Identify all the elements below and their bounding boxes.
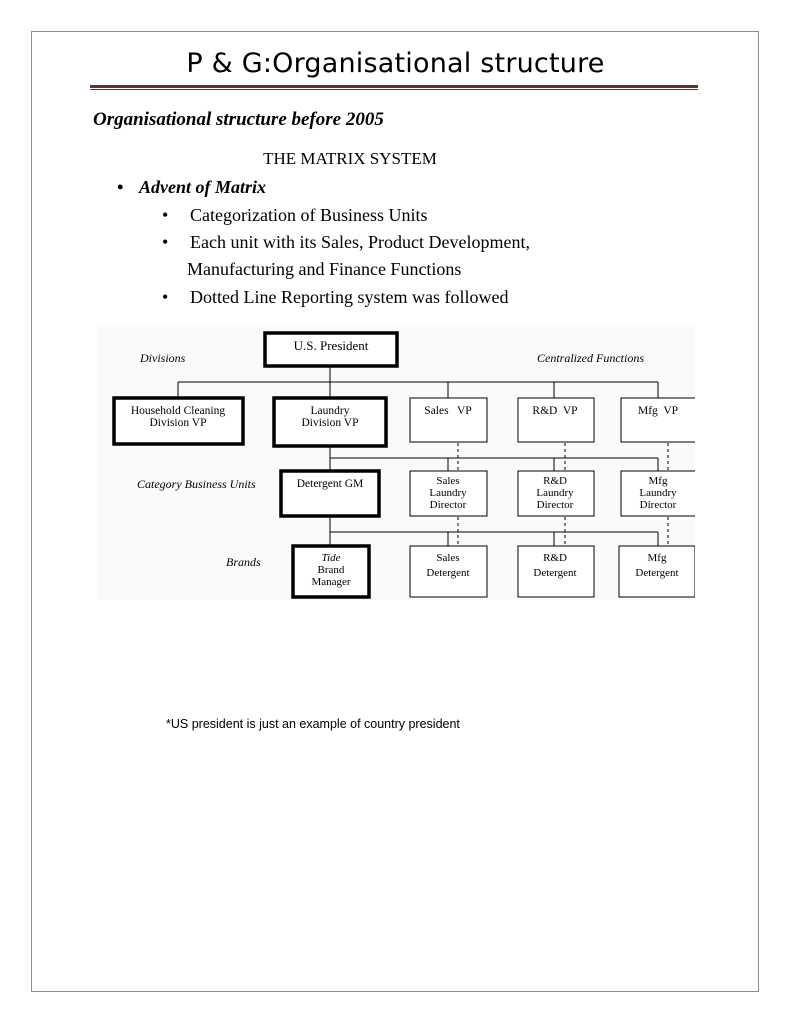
- node-label: Mfg: [648, 552, 667, 564]
- connector-lines: [177, 367, 659, 546]
- row-label-category: Category Business Units: [137, 477, 256, 491]
- node-label: Laundry: [536, 487, 574, 499]
- node-label: Brand: [318, 564, 345, 576]
- node-label: Household Cleaning: [131, 405, 225, 417]
- node-label: Mfg: [649, 475, 668, 487]
- dotted-reporting-lines: [457, 443, 669, 546]
- node-label: Director: [430, 499, 467, 511]
- sub-bullet-text: Categorization of Business Units: [190, 205, 428, 225]
- bullet-icon: •: [162, 205, 169, 225]
- node-mfg-detergent: Mfg Detergent: [618, 545, 695, 598]
- row-label-centralized: Centralized Functions: [537, 351, 644, 365]
- node-sales-laundry-director: Sales Laundry Director: [409, 470, 488, 517]
- matrix-heading: THE MATRIX SYSTEM: [263, 149, 437, 168]
- node-label: Detergent: [533, 567, 576, 579]
- bullet-text: Advent of Matrix: [139, 177, 267, 197]
- page-title: P & G:Organisational structure: [186, 48, 605, 79]
- bullet-icon: •: [117, 177, 124, 197]
- node-detergent-gm: Detergent GM: [279, 469, 381, 518]
- org-chart-svg: Divisions Centralized Functions Category…: [112, 331, 695, 599]
- org-chart: Divisions Centralized Functions Category…: [97, 325, 695, 600]
- node-label: Laundry: [429, 487, 467, 499]
- node-label: Sales: [436, 475, 459, 487]
- sub-bullet: • Categorization of Business Units: [162, 205, 427, 226]
- node-mfg-laundry-director: Mfg Laundry Director: [620, 470, 695, 517]
- node-label: Manager: [311, 576, 350, 588]
- node-rd-laundry-director: R&D Laundry Director: [517, 470, 595, 517]
- node-sales-vp: Sales VP: [409, 397, 488, 443]
- bullet-icon: •: [162, 232, 169, 252]
- node-label: U.S. President: [294, 338, 369, 353]
- sub-bullet: • Dotted Line Reporting system was follow…: [162, 287, 508, 308]
- node-sales-detergent: Sales Detergent: [409, 545, 488, 598]
- node-label: Detergent GM: [297, 478, 364, 490]
- sub-bullet-text: Dotted Line Reporting system was followe…: [190, 287, 509, 307]
- title-rule-thin: [90, 89, 698, 90]
- section-subheading: Organisational structure before 2005: [93, 109, 384, 130]
- node-label: Division VP: [302, 417, 359, 429]
- node-label: Director: [640, 499, 677, 511]
- node-label: Sales: [436, 552, 459, 564]
- node-label: R&D VP: [532, 405, 577, 417]
- bullet-icon: •: [162, 287, 169, 307]
- row-label-divisions: Divisions: [139, 351, 186, 365]
- row-label-brands: Brands: [226, 555, 261, 569]
- sub-bullet: • Each unit with its Sales, Product Devel…: [162, 232, 530, 253]
- node-label: Director: [537, 499, 574, 511]
- footnote: *US president is just an example of coun…: [166, 717, 460, 731]
- node-tide-brand-manager: Tide Brand Manager: [291, 544, 371, 599]
- node-label: Mfg VP: [638, 405, 678, 417]
- node-rd-detergent: R&D Detergent: [517, 545, 595, 598]
- node-label: Detergent: [426, 567, 469, 579]
- node-label: Laundry: [311, 405, 350, 417]
- title-rule: [90, 85, 698, 88]
- bullet-advent: • Advent of Matrix: [117, 177, 266, 198]
- node-household-cleaning-vp: Household Cleaning Division VP: [112, 396, 245, 446]
- sub-bullet-continued: Manufacturing and Finance Functions: [187, 259, 462, 279]
- node-label: R&D: [543, 552, 567, 564]
- node-label: Detergent: [635, 567, 678, 579]
- node-rd-vp: R&D VP: [517, 397, 595, 443]
- node-label: Sales VP: [424, 405, 471, 417]
- page-border: [31, 31, 759, 992]
- node-label: R&D: [543, 475, 567, 487]
- node-mfg-vp: Mfg VP: [620, 397, 695, 443]
- node-president: U.S. President: [263, 331, 399, 368]
- node-label: Tide: [322, 552, 341, 564]
- sub-bullet-text: Each unit with its Sales, Product Develo…: [190, 232, 530, 252]
- node-laundry-division-vp: Laundry Division VP: [272, 396, 388, 448]
- node-label: Laundry: [639, 487, 677, 499]
- node-label: Division VP: [150, 417, 207, 429]
